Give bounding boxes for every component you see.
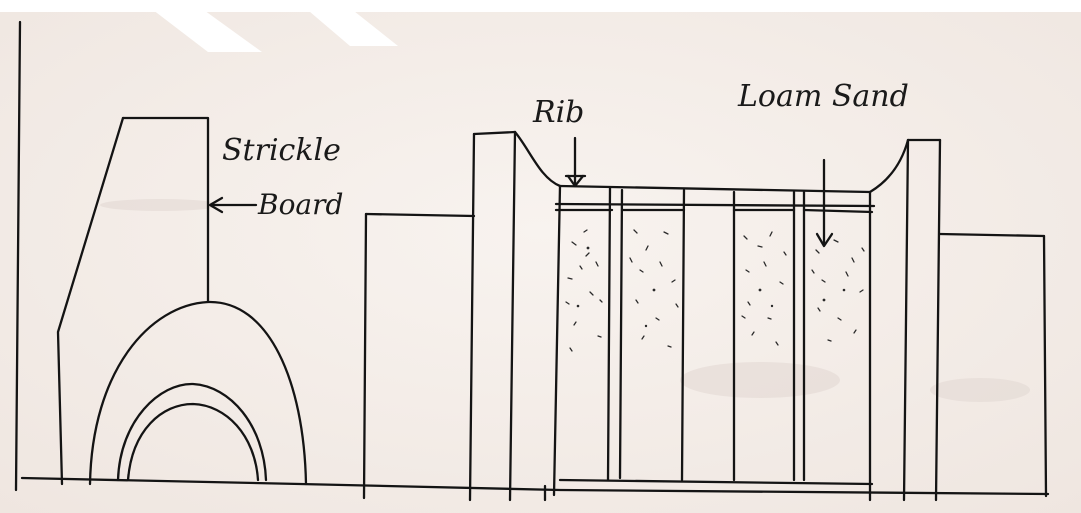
rib-label: Rib xyxy=(532,95,584,130)
strickle-label: Strickle xyxy=(222,133,341,168)
loam-sand-label: Loam Sand xyxy=(737,79,909,114)
board-label: Board xyxy=(257,188,343,221)
